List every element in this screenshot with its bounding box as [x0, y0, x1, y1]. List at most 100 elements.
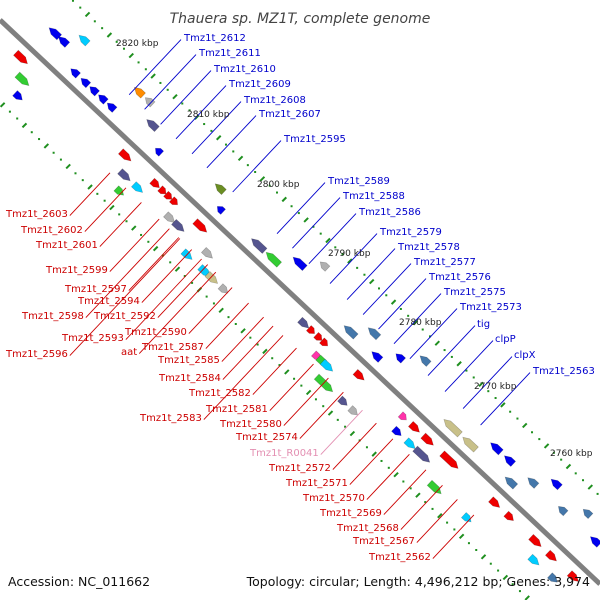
gene-label: Tmz1t_2567	[352, 536, 415, 547]
position-dot	[424, 501, 427, 504]
leader-line	[205, 302, 249, 349]
position-dot	[140, 233, 143, 236]
position-dot	[38, 138, 41, 141]
position-tick	[215, 135, 222, 141]
position-dot	[212, 302, 215, 305]
gene-label: Tmz1t_2593	[61, 333, 124, 344]
gene-label: Tmz1t_2590	[124, 327, 187, 338]
gene-arrow-plus	[403, 437, 416, 450]
gene-arrow-minus	[265, 251, 283, 268]
position-dot	[429, 335, 432, 338]
position-dot	[407, 314, 410, 317]
position-dot	[144, 68, 147, 71]
genome-backbone	[0, 18, 600, 586]
position-dot	[103, 199, 106, 202]
gene-label: Tmz1t_2599	[45, 265, 108, 276]
gene-arrow-plus	[547, 572, 558, 583]
position-dot	[297, 212, 300, 215]
position-dot	[509, 410, 512, 413]
position-dot	[312, 225, 315, 228]
position-tick	[131, 225, 137, 231]
position-tick	[437, 513, 443, 519]
position-dot	[322, 405, 325, 408]
position-dot	[203, 123, 206, 126]
leader-line	[128, 237, 180, 291]
position-tick	[458, 533, 465, 540]
position-tick	[240, 328, 246, 334]
position-tick	[65, 163, 71, 170]
position-dot	[234, 322, 237, 325]
gene-label: Tmz1t_2608	[243, 95, 306, 106]
position-tick	[152, 245, 159, 252]
leader-line	[400, 484, 443, 530]
gene-label: Tmz1t_2585	[157, 355, 220, 366]
gene-arrow-minus	[70, 68, 81, 79]
position-dot	[596, 492, 599, 495]
leader-line	[203, 335, 284, 420]
position-dot	[334, 246, 337, 249]
position-tick	[303, 217, 309, 223]
gene-arrow-plus	[503, 510, 514, 521]
gene-arrow-minus	[419, 355, 432, 367]
position-dot	[118, 213, 121, 216]
position-dot	[574, 472, 577, 475]
position-tick	[327, 410, 334, 416]
position-tick	[480, 554, 487, 560]
position-dot	[431, 507, 434, 510]
leader-line	[191, 101, 242, 155]
position-tick	[415, 492, 421, 498]
gene-arrow-plus	[337, 395, 348, 406]
gene-arrow-plus	[217, 283, 229, 294]
position-dot	[453, 528, 456, 531]
position-dot	[96, 192, 99, 195]
gene-arrow-minus	[367, 327, 382, 341]
position-dot	[409, 487, 412, 490]
gene-label: Tmz1t_2579	[379, 227, 442, 238]
position-dot	[378, 287, 381, 290]
position-dot	[446, 521, 449, 524]
position-dot	[385, 294, 388, 297]
gene-label: Tmz1t_2569	[319, 508, 382, 519]
gene-arrow-minus	[146, 119, 160, 133]
gene-arrow-minus	[319, 261, 331, 272]
gene-label: Tmz1t_2603	[5, 209, 68, 220]
gene-label: Tmz1t_2594	[77, 296, 140, 307]
position-dot	[475, 549, 478, 552]
leader-line	[144, 54, 197, 110]
position-dot	[74, 172, 77, 175]
position-tick	[502, 574, 509, 581]
gene-arrow-minus	[58, 36, 71, 48]
gene-arrow-minus	[582, 508, 594, 520]
gene-label: Tmz1t_2586	[358, 207, 421, 218]
gene-arrow-minus	[462, 436, 479, 453]
position-tick	[565, 463, 572, 470]
gene-arrow-plus	[488, 496, 501, 508]
gene-arrow-minus	[504, 476, 519, 490]
kbp-tick-label: 2780 kbp	[399, 318, 442, 328]
position-dot	[487, 390, 490, 393]
leader-line	[378, 278, 427, 330]
position-dot	[169, 261, 172, 264]
position-dot	[8, 110, 11, 113]
gene-labels-minus-strand: Tmz1t_2612 Tmz1t_2611 Tmz1t_2610 Tmz1t_2…	[183, 33, 595, 377]
leader-line	[362, 263, 412, 315]
gene-label: tig	[477, 319, 490, 330]
position-tick	[456, 361, 462, 367]
gene-arrow-minus	[443, 418, 463, 438]
leader-line	[69, 172, 111, 216]
kbp-tick-label: 2760 kbp	[550, 449, 593, 459]
position-tick	[259, 176, 266, 182]
position-dot	[380, 459, 383, 462]
position-dot	[489, 562, 492, 565]
gene-label: Tmz1t_2562	[368, 552, 431, 563]
gene-arrow-plus	[527, 553, 540, 566]
position-tick	[390, 299, 397, 305]
position-dot	[278, 364, 281, 367]
position-tick	[478, 381, 484, 388]
leader-line	[292, 197, 341, 249]
gene-label: Tmz1t_2607	[258, 109, 321, 120]
gene-label: Tmz1t_2578	[397, 242, 460, 253]
genome-summary-text: Topology: circular; Length: 4,496,212 bp…	[246, 574, 590, 589]
position-tick	[106, 32, 113, 38]
